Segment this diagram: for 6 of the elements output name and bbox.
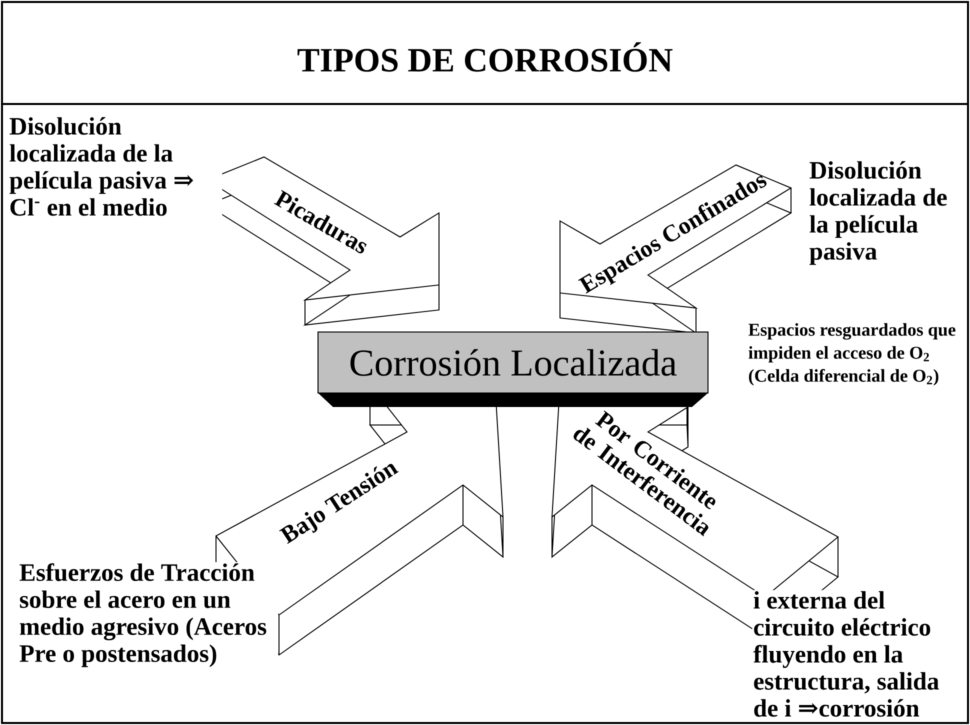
description-text: Disolución localizada de la película pasiva [808, 160, 970, 266]
title-band: TIPOS DE CORROSIÓN [2, 42, 968, 105]
center-box: Corrosión Localizada [318, 332, 708, 407]
description-text: Disolución localizada de la película pasiva ⇒ Cl$^{-}$ en el medio [8, 116, 222, 217]
description-text: i externa del circuito eléctrico fluyendo en la estructura, salida de i ⇒corrosión [752, 590, 962, 718]
description-text: Esfuerzos de Tracción sobre el acero en un medio agresivo (Aceros Pre o postensados) [18, 562, 278, 668]
